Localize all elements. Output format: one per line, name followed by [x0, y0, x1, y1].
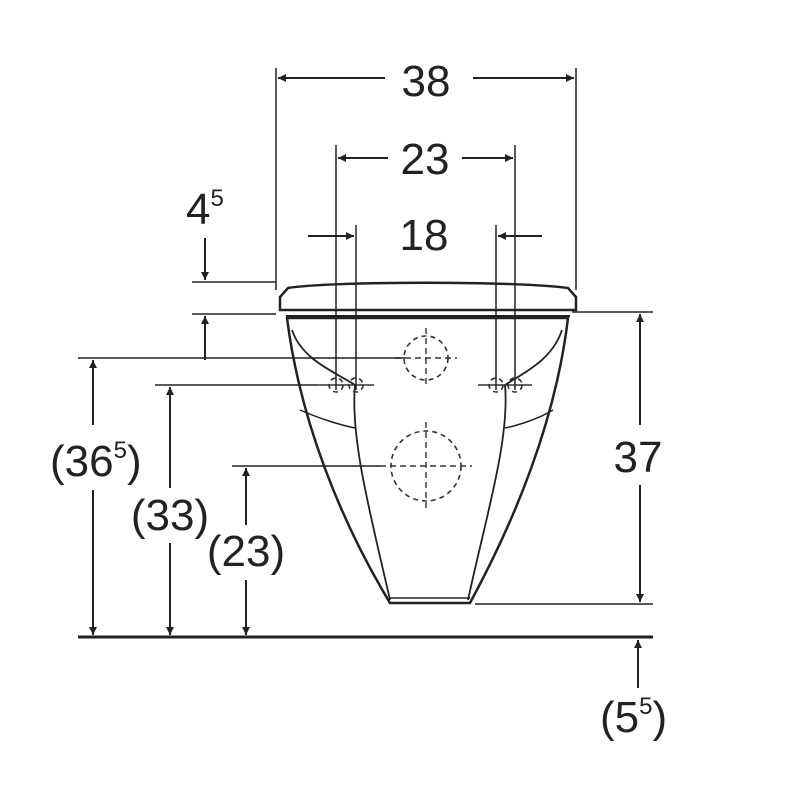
dim-label-33: (33) [131, 491, 209, 540]
dimension-lines [89, 74, 644, 688]
bowl-inner-left [291, 329, 391, 601]
dim-label-18: 18 [400, 211, 449, 260]
toilet-outline [278, 281, 578, 605]
bowl-inner-right [467, 329, 563, 601]
dim-label-23-vertical: (23) [207, 527, 285, 576]
dim-label-45: 45 [186, 185, 224, 234]
dim-label-37: 37 [614, 433, 663, 482]
bowl-rim-curve-right [504, 409, 554, 429]
dim-label-55: (55) [600, 693, 667, 742]
dim-label-38: 38 [402, 57, 451, 106]
dim-label-23-top: 23 [401, 135, 450, 184]
bowl-rim-curve-left [299, 409, 356, 429]
dim-label-365: (365) [50, 437, 142, 486]
bowl [285, 316, 570, 605]
seat-lid [278, 281, 578, 312]
center-marks [318, 328, 532, 508]
extension-lines [78, 68, 653, 605]
